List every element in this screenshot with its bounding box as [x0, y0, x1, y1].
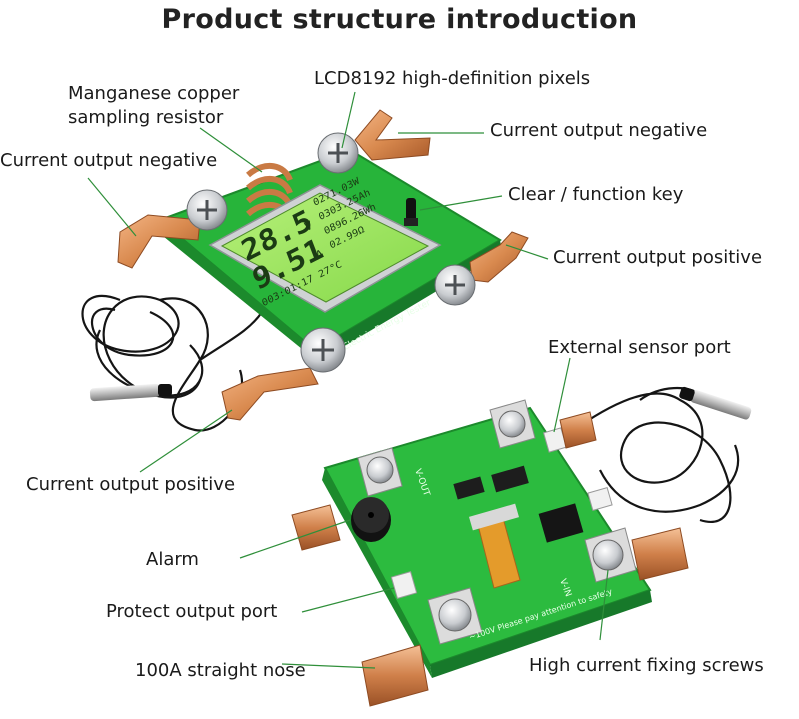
copper-terminal-bottom-pos	[221, 367, 319, 421]
label-external-sensor-port: External sensor port	[548, 337, 731, 358]
protect-output-connector	[390, 571, 418, 599]
leader-lines	[87, 91, 609, 669]
front-module: 28.5 V 9.51 A 0271.03W 0303.25Ah 0896.26…	[81, 109, 529, 432]
label-alarm: Alarm	[146, 549, 199, 570]
label-current-output-positive-left: Current output positive	[26, 474, 236, 495]
copper-terminal-left-neg	[117, 214, 201, 269]
screw-front-2	[186, 189, 228, 231]
screw-front-4	[300, 327, 346, 373]
label-current-output-negative-right: Current output negative	[490, 120, 708, 141]
lcd-voltage-unit: V	[303, 218, 315, 234]
copper-nose-left	[291, 504, 341, 551]
screw-front-1	[317, 132, 359, 174]
label-fixing-screws: High current fixing screws	[529, 655, 764, 676]
ic-chip-2	[491, 465, 529, 493]
label-resistor-line1: Manganese copper	[68, 83, 240, 104]
screw-front-3	[434, 264, 476, 306]
copper-nose-bottom	[361, 644, 429, 707]
label-clear-function-key: Clear / function key	[508, 184, 684, 205]
fixing-screw-1	[357, 447, 403, 497]
label-resistor-line2: sampling resistor	[68, 107, 224, 128]
label-current-output-positive-right: Current output positive	[553, 247, 763, 268]
temperature-probe-left	[89, 383, 172, 402]
lcd-screen	[220, 192, 430, 303]
fixing-screw-4	[427, 587, 483, 645]
temperature-probe-right	[679, 386, 752, 420]
clear-function-key	[404, 198, 418, 226]
label-straight-nose: 100A straight nose	[135, 660, 306, 681]
label-current-output-negative-left: Current output negative	[0, 150, 218, 171]
ic-chip-1	[453, 476, 485, 500]
alarm-buzzer	[351, 497, 391, 542]
copper-terminal-top	[354, 109, 431, 161]
page-title: Product structure introduction	[161, 4, 638, 35]
label-lcd: LCD8192 high-definition pixels	[314, 68, 591, 89]
ic-chip-3	[538, 503, 584, 543]
fixing-screw-2	[489, 399, 536, 449]
label-protect-output-port: Protect output port	[106, 601, 278, 622]
copper-nose-right	[631, 527, 689, 581]
